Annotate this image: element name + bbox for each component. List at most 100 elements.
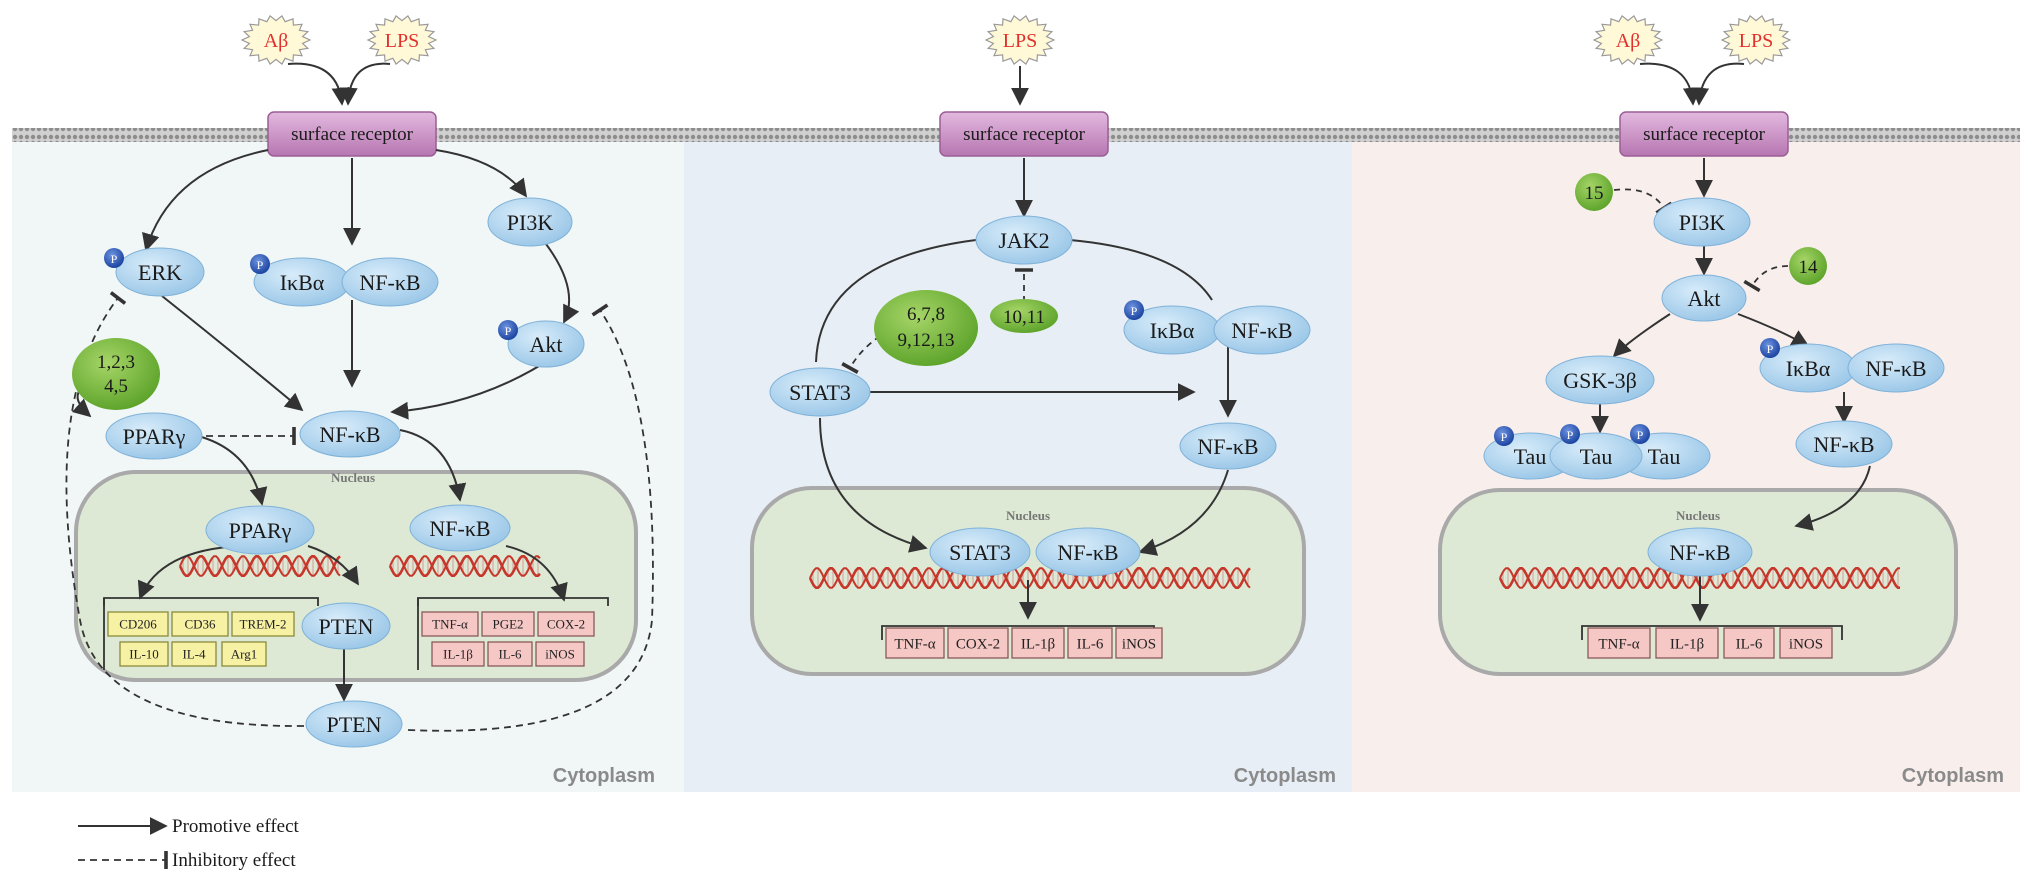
svg-text:NF-κB: NF-κB bbox=[429, 516, 490, 541]
panel2-jak2-node: JAK2 bbox=[975, 215, 1073, 265]
panel1-ppary-node: PPARγ bbox=[105, 412, 203, 460]
panel1-dna-right bbox=[388, 555, 541, 577]
panel2-gene-inos: iNOS bbox=[1115, 627, 1163, 659]
svg-text:GSK-3β: GSK-3β bbox=[1563, 368, 1637, 393]
panel3-inhibitory-arrows bbox=[1613, 188, 1789, 293]
panel1-gene-tnf-: TNF-α bbox=[421, 611, 479, 637]
svg-text:PTEN: PTEN bbox=[319, 614, 374, 639]
panel3-gene-il-6: IL-6 bbox=[1723, 627, 1775, 659]
svg-text:P: P bbox=[1131, 304, 1138, 318]
panel1-ppary-nuclear-node: PPARγ bbox=[205, 505, 315, 555]
svg-text:NF-κB: NF-κB bbox=[1231, 318, 1292, 343]
svg-text:IL-1β: IL-1β bbox=[443, 647, 473, 662]
svg-text:PPARγ: PPARγ bbox=[229, 518, 292, 543]
svg-text:14: 14 bbox=[1799, 257, 1819, 278]
panel1-gene-il-1-: IL-1β bbox=[431, 641, 485, 667]
panel2-ikba-node: IκBα bbox=[1123, 305, 1221, 355]
panel3-dna bbox=[1498, 567, 1900, 589]
panel1-cytoplasm-label: Cytoplasm bbox=[553, 765, 655, 787]
panel1-nfkb-nuclear-node: NF-κB bbox=[409, 504, 511, 552]
panel2-cytoplasm-label: Cytoplasm bbox=[1234, 765, 1336, 787]
panel1-nucleus-label: Nucleus bbox=[331, 470, 375, 485]
legend-promotive-label: Promotive effect bbox=[172, 816, 300, 837]
svg-text:COX-2: COX-2 bbox=[547, 617, 585, 632]
svg-text:Tau: Tau bbox=[1580, 444, 1613, 469]
svg-text:iNOS: iNOS bbox=[1122, 636, 1156, 652]
svg-text:TNF-α: TNF-α bbox=[432, 617, 468, 632]
panel1-pten-cytosolic-node: PTEN bbox=[305, 700, 403, 748]
svg-text:P: P bbox=[111, 252, 118, 266]
panel1-dna-left bbox=[178, 555, 341, 577]
svg-text:CD206: CD206 bbox=[119, 617, 157, 632]
svg-text:9,12,13: 9,12,13 bbox=[898, 330, 955, 351]
panel3-tau-phospho-3: P bbox=[1630, 424, 1650, 444]
svg-text:STAT3: STAT3 bbox=[949, 540, 1011, 565]
legend: Promotive effect Inhibitory effect bbox=[78, 816, 300, 871]
panel1-akt-node: Akt bbox=[507, 320, 585, 368]
svg-text:Tau: Tau bbox=[1514, 444, 1547, 469]
panel3-gene-tnf-: TNF-α bbox=[1587, 627, 1651, 659]
panel1-gene-pge2: PGE2 bbox=[481, 611, 535, 637]
svg-text:surface receptor: surface receptor bbox=[1643, 124, 1766, 145]
panel2-nucleus-label: Nucleus bbox=[1006, 508, 1050, 523]
svg-text:iNOS: iNOS bbox=[1789, 636, 1823, 652]
panel1-nfkb-node: NF-κB bbox=[299, 410, 401, 458]
svg-text:LPS: LPS bbox=[385, 30, 419, 52]
panel3-nucleus-label: Nucleus bbox=[1676, 508, 1720, 523]
panel3-pi3k-node: PI3K bbox=[1653, 197, 1751, 247]
panel1-gene-inos: iNOS bbox=[535, 641, 585, 667]
lps-stimulus-1: LPS bbox=[366, 14, 438, 66]
svg-text:IL-1β: IL-1β bbox=[1021, 636, 1055, 652]
panel3-ikba-node: IκBα bbox=[1759, 343, 1857, 393]
panel2-green-10-11-icon: 10,11 bbox=[990, 299, 1058, 333]
svg-text:10,11: 10,11 bbox=[1003, 307, 1045, 328]
svg-text:COX-2: COX-2 bbox=[956, 636, 1000, 652]
panel2-nfkb-nuclear-node: NF-κB bbox=[1035, 527, 1141, 577]
panel1-erk-node: ERK bbox=[115, 247, 205, 297]
panel3-surface-receptor: surface receptor bbox=[1619, 111, 1789, 157]
panel1-arrows bbox=[71, 149, 580, 702]
svg-text:PGE2: PGE2 bbox=[492, 617, 523, 632]
panel3-gene-bracket bbox=[1581, 625, 1843, 640]
panel1-gene-arg1: Arg1 bbox=[221, 641, 267, 667]
panel3-nfkb-nuclear-node: NF-κB bbox=[1647, 527, 1753, 577]
lps-stimulus-2: LPS bbox=[984, 14, 1056, 66]
svg-text:NF-κB: NF-κB bbox=[1057, 540, 1118, 565]
svg-text:P: P bbox=[1567, 428, 1574, 442]
panel2-gene-cox-2: COX-2 bbox=[947, 627, 1009, 659]
panel2-arrows bbox=[815, 158, 1237, 620]
panel1-gene-il-6: IL-6 bbox=[487, 641, 533, 667]
panel3-cytoplasm-label: Cytoplasm bbox=[1902, 765, 2004, 787]
svg-text:JAK2: JAK2 bbox=[998, 228, 1049, 253]
svg-text:NF-κB: NF-κB bbox=[1669, 540, 1730, 565]
svg-text:Akt: Akt bbox=[1688, 286, 1721, 311]
svg-text:surface receptor: surface receptor bbox=[291, 124, 414, 145]
svg-text:Arg1: Arg1 bbox=[231, 647, 257, 662]
svg-text:IκBα: IκBα bbox=[280, 270, 325, 295]
svg-text:iNOS: iNOS bbox=[545, 647, 575, 662]
panel3-arrows bbox=[1591, 158, 1871, 622]
panel3-tau-phospho-1: P bbox=[1494, 426, 1514, 446]
panel1-erk-phospho: P bbox=[104, 248, 124, 268]
svg-text:surface receptor: surface receptor bbox=[963, 124, 1086, 145]
panel3-gene-inos: iNOS bbox=[1779, 627, 1833, 659]
svg-text:TREM-2: TREM-2 bbox=[240, 617, 287, 632]
panel1-gene-cox-2: COX-2 bbox=[537, 611, 595, 637]
svg-text:IL-6: IL-6 bbox=[1077, 636, 1104, 652]
panel1-background bbox=[12, 140, 684, 792]
svg-text:LPS: LPS bbox=[1003, 30, 1037, 52]
svg-text:6,7,8: 6,7,8 bbox=[907, 304, 945, 325]
svg-text:NF-κB: NF-κB bbox=[1813, 432, 1874, 457]
panel1-surface-receptor: surface receptor bbox=[267, 111, 437, 157]
svg-text:CD36: CD36 bbox=[184, 617, 216, 632]
panel1-ikba-node: IκBα bbox=[253, 257, 351, 307]
panel1-gene-il-10: IL-10 bbox=[119, 641, 169, 667]
panel1-gene-brackets bbox=[103, 597, 609, 670]
svg-text:Akt: Akt bbox=[530, 332, 563, 357]
svg-text:Tau: Tau bbox=[1648, 444, 1681, 469]
svg-text:IL-10: IL-10 bbox=[129, 647, 159, 662]
svg-text:LPS: LPS bbox=[1739, 30, 1773, 52]
